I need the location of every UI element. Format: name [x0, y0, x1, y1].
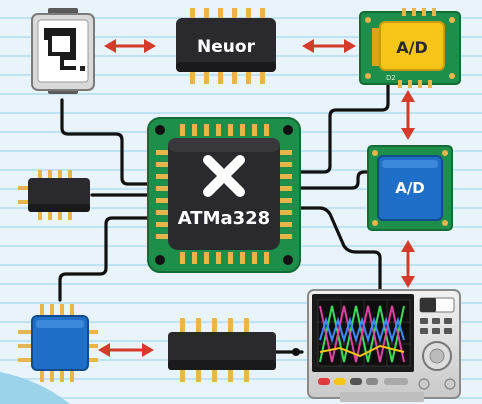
oscilloscope: [307, 289, 461, 402]
arrows: [98, 39, 415, 357]
chip-left: [18, 170, 90, 220]
mcu-pins-bottom: [180, 252, 269, 264]
mcu-board: ATMa328: [147, 117, 301, 273]
neuor-label: Neuor: [197, 37, 256, 57]
wire-mcu-to-adc-mid: [296, 170, 374, 190]
neuor-chip: Neuor: [176, 8, 276, 84]
mcu-label: ATMa328: [178, 208, 270, 229]
wire-mcu-to-adc-top: [296, 78, 390, 174]
adc-top-module: A/D D2: [359, 8, 461, 88]
chip-bottom-left: [18, 304, 98, 382]
mcu-pins-right: [280, 150, 292, 239]
adc-top-label: A/D: [396, 38, 428, 57]
chip-bottom-middle: [168, 318, 300, 382]
arrow-adc-top-adc-mid: [401, 90, 415, 140]
wire-mcu-to-bottom-left: [58, 216, 154, 302]
wire-mcu-to-scope: [296, 206, 382, 294]
arrow-neuor-adc: [302, 39, 356, 53]
arrow-bottom-left-chip: [98, 343, 154, 357]
sensor-module: [31, 8, 95, 94]
corner-swoosh: [0, 372, 70, 404]
adc-mid-label: A/D: [395, 179, 425, 197]
adc-mid-module: A/D: [367, 145, 453, 231]
cross-icon: [203, 155, 245, 197]
scope-buttons: [420, 318, 452, 334]
wires: [58, 78, 390, 354]
scope-channel-buttons: [318, 378, 408, 385]
mcu-pins-left: [156, 150, 168, 239]
pcb-mark-label: D2: [386, 74, 396, 82]
arrow-adc-mid-scope: [401, 240, 415, 288]
arrow-sensor-neuor: [104, 39, 156, 53]
wire-sensor-to-mcu: [60, 98, 154, 186]
scope-traces: [319, 305, 405, 363]
mcu-pins-top: [180, 124, 269, 136]
